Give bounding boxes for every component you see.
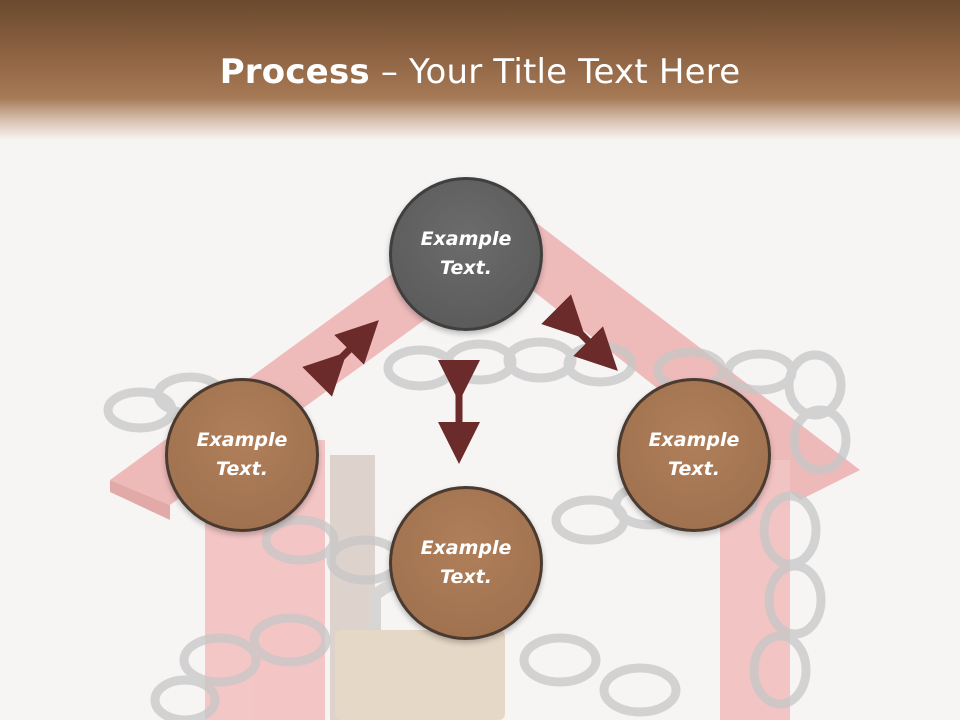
node-left-text: Example Text.	[182, 426, 302, 484]
process-node-right: Example Text.	[617, 378, 771, 532]
node-right-line1: Example	[648, 429, 740, 451]
node-right-text: Example Text.	[634, 426, 754, 484]
node-bottom-line2: Text.	[440, 566, 492, 588]
slide-title: Process – Your Title Text Here	[0, 52, 960, 92]
title-rest-text: – Your Title Text Here	[369, 52, 741, 92]
node-right-line2: Text.	[668, 458, 720, 480]
node-bottom-text: Example Text.	[406, 534, 526, 592]
title-bold-text: Process	[219, 52, 370, 92]
node-left-line2: Text.	[216, 458, 268, 480]
process-node-top: Example Text.	[389, 177, 543, 331]
node-top-line2: Text.	[440, 257, 492, 279]
node-top-text: Example Text.	[406, 225, 526, 283]
node-top-line1: Example	[420, 228, 512, 250]
process-node-left: Example Text.	[165, 378, 319, 532]
process-node-bottom: Example Text.	[389, 486, 543, 640]
title-bar	[0, 0, 960, 140]
node-left-line1: Example	[196, 429, 288, 451]
node-bottom-line1: Example	[420, 537, 512, 559]
